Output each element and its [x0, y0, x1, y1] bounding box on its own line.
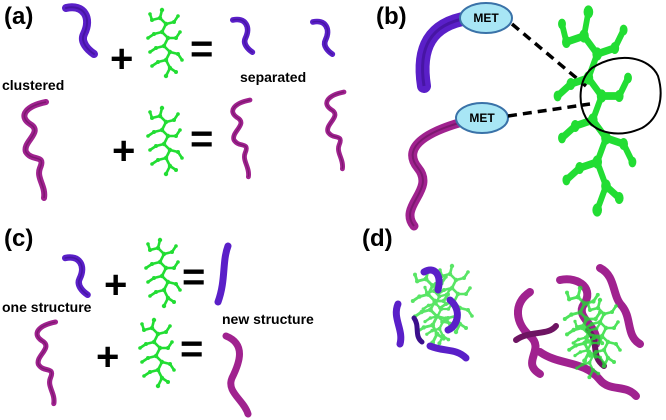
peptide-blue-one-structure — [65, 257, 87, 294]
panel-d: (d) — [362, 225, 644, 400]
ligand-molecule — [142, 236, 184, 310]
met-label-top: MET — [473, 11, 499, 25]
interaction-line-bottom — [507, 102, 591, 118]
panel-c-label: (c) — [4, 225, 33, 252]
panel-a-label: (a) — [4, 3, 33, 30]
cluster-blue-ligands — [392, 262, 476, 362]
met-residue-bottom — [455, 102, 509, 134]
peptide-magenta-separated-2 — [327, 92, 344, 169]
cluster-magenta-ligands — [513, 264, 644, 400]
peptide-magenta-ribbon — [405, 115, 475, 231]
plus-sign: + — [110, 37, 133, 81]
panel-d-label: (d) — [362, 225, 393, 252]
peptide-blue-separated-2 — [313, 22, 333, 55]
peptide-magenta-separated-1 — [233, 100, 250, 177]
peptide-magenta-new-structure — [222, 332, 252, 418]
plus-sign: + — [104, 263, 127, 307]
panel-b-label: (b) — [376, 3, 407, 30]
equals-sign: = — [190, 117, 213, 161]
peptide-blue-ribbon — [415, 11, 475, 93]
peptide-blue-separated-1 — [233, 20, 253, 53]
plus-sign: + — [96, 335, 119, 379]
interaction-line-top — [510, 22, 588, 88]
equals-sign: = — [180, 327, 203, 371]
ligand-molecule-large — [554, 5, 637, 216]
ligand-molecule — [144, 104, 186, 178]
plus-sign: + — [112, 129, 135, 173]
met-residue-top — [459, 2, 513, 34]
panel-a: (a) + = clustered separated + = — [2, 3, 344, 198]
caption-separated: separated — [240, 69, 306, 85]
caption-one-structure: one structure — [2, 299, 92, 315]
panel-b: (b) MET MET — [376, 2, 662, 231]
met-label-bottom: MET — [469, 111, 495, 125]
equals-sign: = — [182, 255, 205, 299]
peptide-blue-new-structure — [214, 242, 232, 306]
peptide-magenta-one-structure — [37, 322, 55, 404]
peptide-magenta-clustered — [24, 102, 46, 198]
panel-c: (c) + = one structure new structure + = — [2, 225, 314, 418]
ligand-molecule — [136, 316, 178, 390]
caption-new-structure: new structure — [222, 311, 314, 327]
caption-clustered: clustered — [2, 77, 64, 93]
ligand-molecule — [144, 6, 186, 80]
binding-region-outline — [579, 56, 662, 135]
peptide-blue-clustered — [66, 7, 94, 54]
equals-sign: = — [190, 27, 213, 71]
